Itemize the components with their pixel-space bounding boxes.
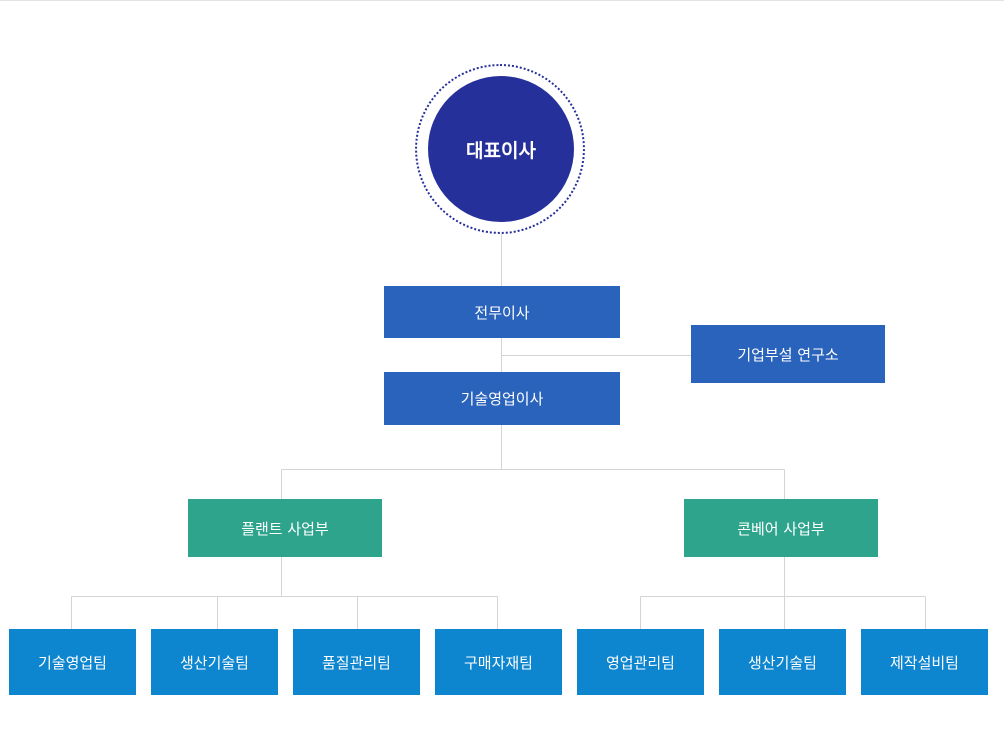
node-division-conveyor: 콘베어 사업부 bbox=[684, 499, 878, 557]
node-team-production-tech-plant: 생산기술팀 bbox=[151, 629, 278, 695]
node-team-tech-sales: 기술영업팀 bbox=[9, 629, 136, 695]
node-research-lab: 기업부설 연구소 bbox=[691, 325, 885, 383]
node-team-quality-control: 품질관리팀 bbox=[293, 629, 420, 695]
node-division-plant: 플랜트 사업부 bbox=[188, 499, 382, 557]
node-team-purchasing: 구매자재팀 bbox=[435, 629, 562, 695]
node-team-production-tech-conveyor: 생산기술팀 bbox=[719, 629, 846, 695]
top-divider bbox=[0, 0, 1004, 1]
node-managing-director: 전무이사 bbox=[384, 286, 620, 338]
node-team-sales-management: 영업관리팀 bbox=[577, 629, 704, 695]
node-tech-sales-director: 기술영업이사 bbox=[384, 372, 620, 425]
node-ceo: 대표이사 bbox=[428, 76, 574, 222]
node-team-fabrication-equipment: 제작설비팀 bbox=[861, 629, 988, 695]
